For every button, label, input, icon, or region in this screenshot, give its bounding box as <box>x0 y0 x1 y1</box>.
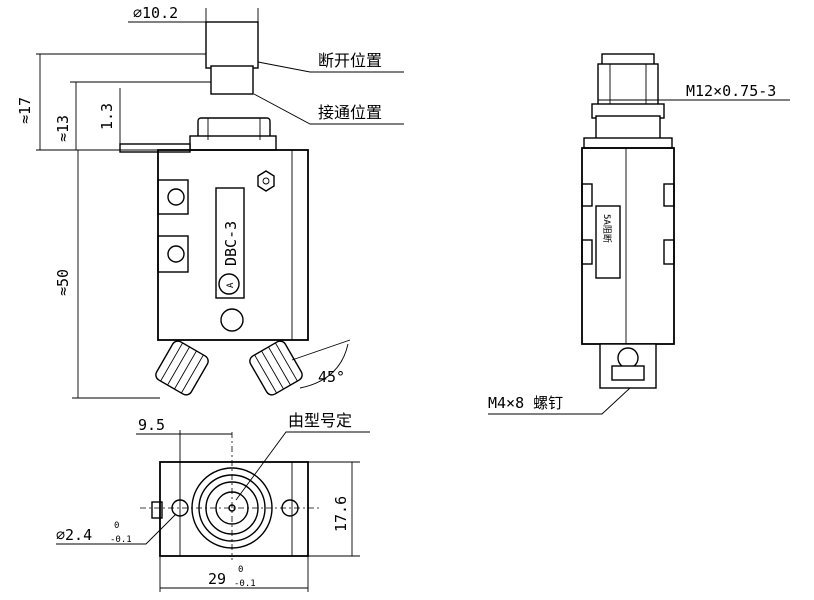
leader-hole <box>56 513 177 545</box>
label-hole-dia: ⌀2.4 <box>56 526 92 544</box>
terminal-hole-bottom <box>167 245 185 263</box>
dim-17-6: 17.6 <box>332 496 350 532</box>
dim-1-3: 1.3 <box>98 103 116 130</box>
leader-model <box>235 431 370 501</box>
side-button <box>597 63 659 111</box>
side-slot-2 <box>581 239 593 265</box>
side-rating-text: 5A阻断 <box>601 214 613 243</box>
logo-letter: A <box>226 282 236 288</box>
mounting-tab <box>119 143 191 153</box>
button-cap-on <box>210 65 254 95</box>
terminal-screw-left <box>155 340 209 396</box>
side-rating-plate <box>595 205 621 279</box>
dim-approx-50: ≈50 <box>54 269 72 296</box>
label-model-marking: 由型号定 <box>288 411 352 430</box>
label-screw: M4×8 螺钉 <box>488 394 563 412</box>
side-washer <box>583 137 673 149</box>
side-slot-4 <box>663 239 675 265</box>
leader-off <box>257 61 404 73</box>
terminal-slot-bottom <box>157 235 189 273</box>
top-tab-left <box>151 501 163 519</box>
hex-marker <box>257 170 275 192</box>
label-hole-tol-upper: 0 <box>114 521 119 531</box>
top-view: 9.5 由型号定 17.6 ⌀2.4 0 -0.1 29 0 -0.1 <box>56 411 370 592</box>
label-hole-tol-lower: -0.1 <box>110 535 132 545</box>
top-body <box>159 461 309 557</box>
reset-hole <box>220 308 244 332</box>
leader-screw <box>488 387 631 415</box>
button-cap-off <box>205 21 259 69</box>
dim-diameter-10-2: ⌀10.2 <box>133 4 178 22</box>
terminal-slot-top <box>157 179 189 215</box>
side-slot-3 <box>663 183 675 207</box>
label-width-tol-upper: 0 <box>238 565 243 575</box>
label-width-tol-lower: -0.1 <box>234 579 256 589</box>
label-off-position: 断开位置 <box>318 51 382 70</box>
model-text: DBC-3 <box>222 221 240 266</box>
dim-approx-13: ≈13 <box>54 115 72 142</box>
logo-circle <box>218 273 240 295</box>
terminal-screw-right <box>249 340 303 396</box>
leader-on <box>253 93 404 125</box>
angle-arc <box>299 343 349 389</box>
washer <box>189 135 277 151</box>
label-on-position: 接通位置 <box>318 103 382 122</box>
side-slot-1 <box>581 183 593 207</box>
dim-approx-17: ≈17 <box>16 97 34 124</box>
side-view: 5A阻断 M12×0.75-3 M4×8 螺钉 <box>488 53 790 415</box>
angle-label: 45° <box>318 368 345 386</box>
terminal-hole-top <box>167 188 185 206</box>
model-label-plate <box>215 187 245 299</box>
label-thread: M12×0.75-3 <box>686 82 776 100</box>
dim-9-5: 9.5 <box>138 416 165 434</box>
label-width-29: 29 <box>208 570 226 588</box>
front-view: DBC-3 A 45° ⌀10.2 断开位置 <box>16 4 404 399</box>
side-nut <box>595 115 661 141</box>
